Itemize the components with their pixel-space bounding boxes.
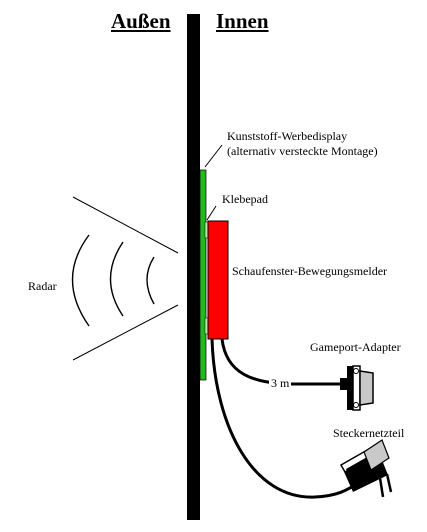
cable-length-label: 3 m <box>269 376 292 391</box>
display-callout-line <box>204 144 223 168</box>
radar-wave-inner <box>146 256 155 305</box>
power-cable <box>210 338 361 499</box>
display-label-line1: Kunststoff-Werbedisplay <box>227 129 348 143</box>
wall <box>187 14 200 520</box>
radar-wave-middle <box>109 241 124 317</box>
gameport-adapter <box>340 365 374 411</box>
radar-cone-top <box>72 196 179 254</box>
power-supply <box>339 439 393 498</box>
inside-heading: Innen <box>216 9 269 33</box>
adhesive-pad-label: Klebepad <box>222 192 268 206</box>
display-label-line2: (alternativ versteckte Montage) <box>227 144 378 158</box>
gameport-adapter-label: Gameport-Adapter <box>310 340 401 354</box>
radar-wave-outer <box>71 234 90 327</box>
motion-sensor-label: Schaufenster-Bewegungsmelder <box>232 264 388 278</box>
radar-label: Radar <box>28 279 57 293</box>
outside-heading: Außen <box>111 9 171 33</box>
pad-callout-line <box>206 205 217 221</box>
advertising-display <box>199 169 207 381</box>
gameport-cable <box>220 338 343 386</box>
power-supply-label: Steckernetzteil <box>333 426 405 440</box>
radar-cone-bottom <box>72 304 179 361</box>
motion-sensor <box>207 220 229 340</box>
